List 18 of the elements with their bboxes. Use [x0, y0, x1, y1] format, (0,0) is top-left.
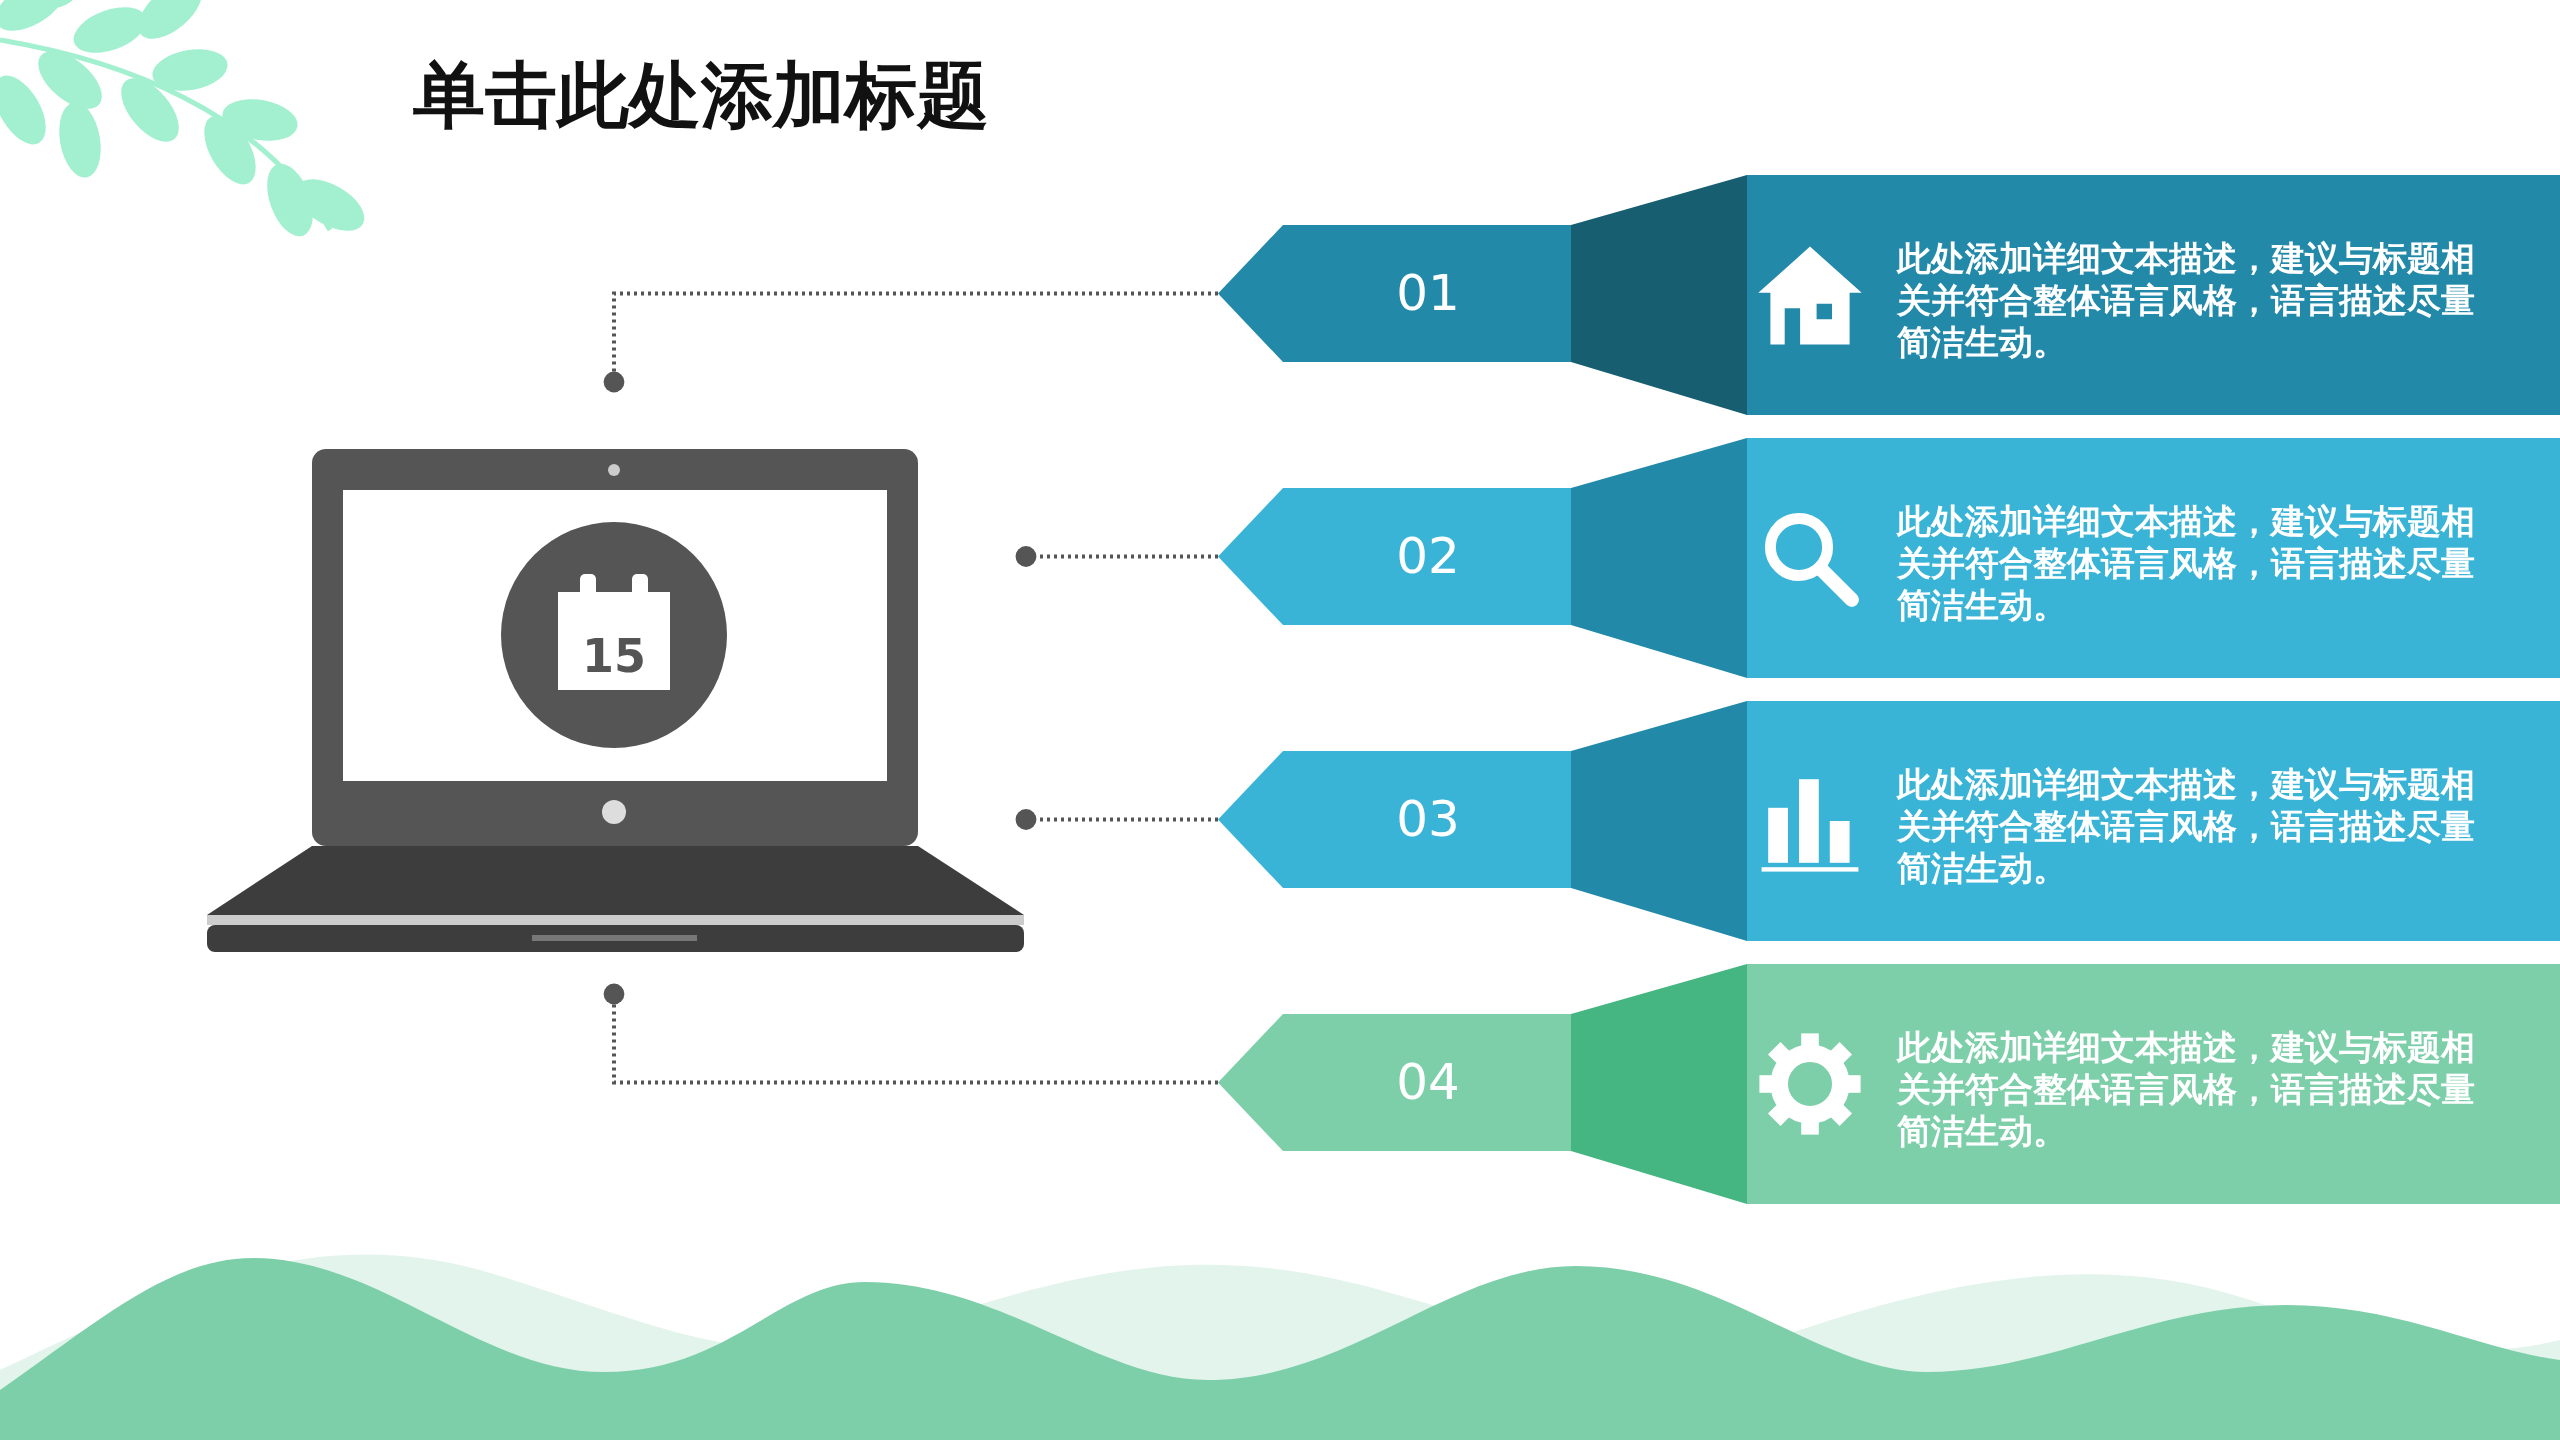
- number-tag: 03: [1218, 701, 1747, 941]
- leader-line: [603, 983, 1218, 1085]
- title: 单击此处添加标题: [413, 52, 989, 139]
- description-text: 此处添加详细文本描述，建议与标题相关并符合整体语言风格，语言描述尽量简洁生动。: [1897, 763, 2476, 889]
- description-panel: [1747, 438, 2560, 678]
- number-tag: 04: [1218, 964, 1747, 1204]
- number-tag: 01: [1218, 175, 1747, 415]
- description-panel: [1747, 175, 2560, 415]
- description-panel: [1747, 964, 2560, 1204]
- description-text: 此处添加详细文本描述，建议与标题相关并符合整体语言风格，语言描述尽量简洁生动。: [1897, 500, 2476, 626]
- description-text: 此处添加详细文本描述，建议与标题相关并符合整体语言风格，语言描述尽量简洁生动。: [1897, 237, 2476, 363]
- description-panel: [1747, 701, 2560, 941]
- number-tag: 02: [1218, 438, 1747, 678]
- leader-line: [1015, 546, 1218, 567]
- description-text: 此处添加详细文本描述，建议与标题相关并符合整体语言风格，语言描述尽量简洁生动。: [1897, 1026, 2476, 1152]
- date-number: 15: [581, 628, 647, 685]
- leader-line: [603, 291, 1218, 393]
- leader-line: [1015, 809, 1218, 830]
